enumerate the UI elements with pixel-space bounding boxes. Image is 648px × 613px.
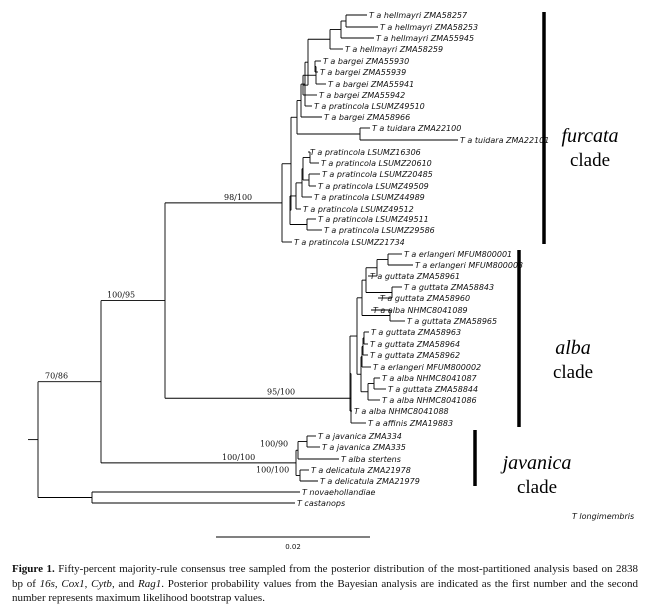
taxon-label: T a alba NHMC8041089 — [373, 306, 468, 315]
gene-cytb: Cytb — [91, 577, 112, 590]
support-value: 98/100 — [224, 193, 252, 202]
taxon-label: T a pratincola LSUMZ16306 — [310, 148, 421, 157]
taxon-label: T a bargei ZMA55942 — [319, 91, 405, 100]
taxon-label: T a erlangeri MFUM800001 — [404, 250, 512, 259]
taxon-label: T a pratincola LSUMZ49511 — [318, 215, 429, 224]
taxon-label: T a tuidara ZMA22101 — [460, 136, 549, 145]
gene-16s: 16s — [39, 577, 55, 590]
support-value: 100/100 — [222, 453, 255, 462]
taxon-label: T a pratincola LSUMZ20610 — [321, 159, 432, 168]
taxon-label: T a tuidara ZMA22100 — [372, 124, 461, 133]
support-value: 100/100 — [256, 466, 289, 475]
taxon-label: T a pratincola LSUMZ44989 — [314, 193, 425, 202]
taxon-label: T a guttata ZMA58961 — [370, 272, 460, 281]
taxon-label: T a hellmayri ZMA58253 — [380, 23, 478, 32]
taxon-label: T a pratincola LSUMZ49510 — [314, 102, 425, 111]
taxon-label: T a alba NHMC8041086 — [382, 396, 477, 405]
taxon-label: T a pratincola LSUMZ49512 — [303, 205, 414, 214]
caption-text-1: Fifty-percent majority-rule consensus tr… — [12, 563, 638, 590]
taxon-label: T a alba NHMC8041087 — [382, 374, 478, 383]
taxon-label: T a guttata ZMA58965 — [407, 317, 497, 326]
taxon-label: T a delicatula ZMA21978 — [311, 466, 411, 475]
taxon-label: T a bargei ZMA55941 — [328, 80, 414, 89]
taxon-label: T a hellmayri ZMA58259 — [345, 45, 443, 54]
support-value: 100/95 — [107, 291, 135, 300]
scale-bar-label: 0.02 — [285, 543, 301, 551]
figure-caption: Figure 1. Fifty-percent majority-rule co… — [12, 562, 638, 606]
clade-name: furcata — [561, 125, 618, 147]
clade-word: clade — [517, 477, 557, 498]
taxon-label: T a hellmayri ZMA58257 — [369, 11, 468, 20]
taxon-label: T a bargei ZMA55939 — [320, 68, 406, 77]
clade-word: clade — [553, 362, 593, 383]
caption-sep-3: , and — [111, 577, 139, 590]
caption-text-2: . Posterior probability values from the … — [12, 577, 639, 605]
taxon-label: T a bargei ZMA55930 — [323, 57, 409, 66]
taxon-label: T a affinis ZMA19883 — [368, 419, 453, 428]
taxon-label: T a pratincola LSUMZ21734 — [294, 238, 405, 247]
support-value: 70/86 — [45, 372, 68, 381]
taxon-label: T castanops — [297, 499, 345, 508]
caption-sep-2: , — [84, 577, 92, 590]
taxon-label: T alba stertens — [341, 455, 401, 464]
phylogenetic-tree: T a hellmayri ZMA58257 T a hellmayri ZMA5… — [28, 11, 634, 551]
taxon-label: T a pratincola LSUMZ29586 — [324, 226, 435, 235]
caption-sep-1: , — [54, 577, 62, 590]
taxon-label: T a guttata ZMA58963 — [371, 328, 461, 337]
support-value: 100/90 — [260, 439, 288, 448]
gene-rag1: Rag1 — [138, 577, 162, 590]
taxon-label: T longimembris — [572, 512, 634, 521]
clade-word: clade — [570, 150, 610, 171]
taxon-label: T a guttata ZMA58962 — [370, 351, 460, 360]
taxon-label: T a delicatula ZMA21979 — [320, 477, 420, 486]
taxon-label: T a bargei ZMA58966 — [324, 113, 410, 122]
taxon-label: T a javanica ZMA335 — [322, 443, 406, 452]
taxon-label: T novaehollandiae — [302, 488, 376, 497]
clade-name: alba — [555, 337, 591, 359]
taxon-label: T a guttata ZMA58964 — [370, 340, 460, 349]
taxon-label: T a alba NHMC8041088 — [354, 407, 449, 416]
taxon-label: T a javanica ZMA334 — [318, 432, 402, 441]
taxon-label: T a erlangeri MFUM800002 — [373, 363, 481, 372]
gene-cox1: Cox1 — [61, 577, 85, 590]
taxon-label: T a pratincola LSUMZ20485 — [322, 170, 433, 179]
taxon-label: T a pratincola LSUMZ49509 — [318, 182, 429, 191]
taxon-label: T a guttata ZMA58844 — [388, 385, 478, 394]
taxon-label: T a guttata ZMA58843 — [404, 283, 494, 292]
taxon-label: T a guttata ZMA58960 — [380, 294, 470, 303]
figure-label: Figure 1. — [12, 563, 55, 575]
clade-name: javanica — [500, 452, 572, 474]
support-value: 95/100 — [267, 387, 295, 396]
taxon-label: T a erlangeri MFUM800003 — [415, 261, 523, 270]
taxon-label: T a hellmayri ZMA55945 — [376, 34, 474, 43]
